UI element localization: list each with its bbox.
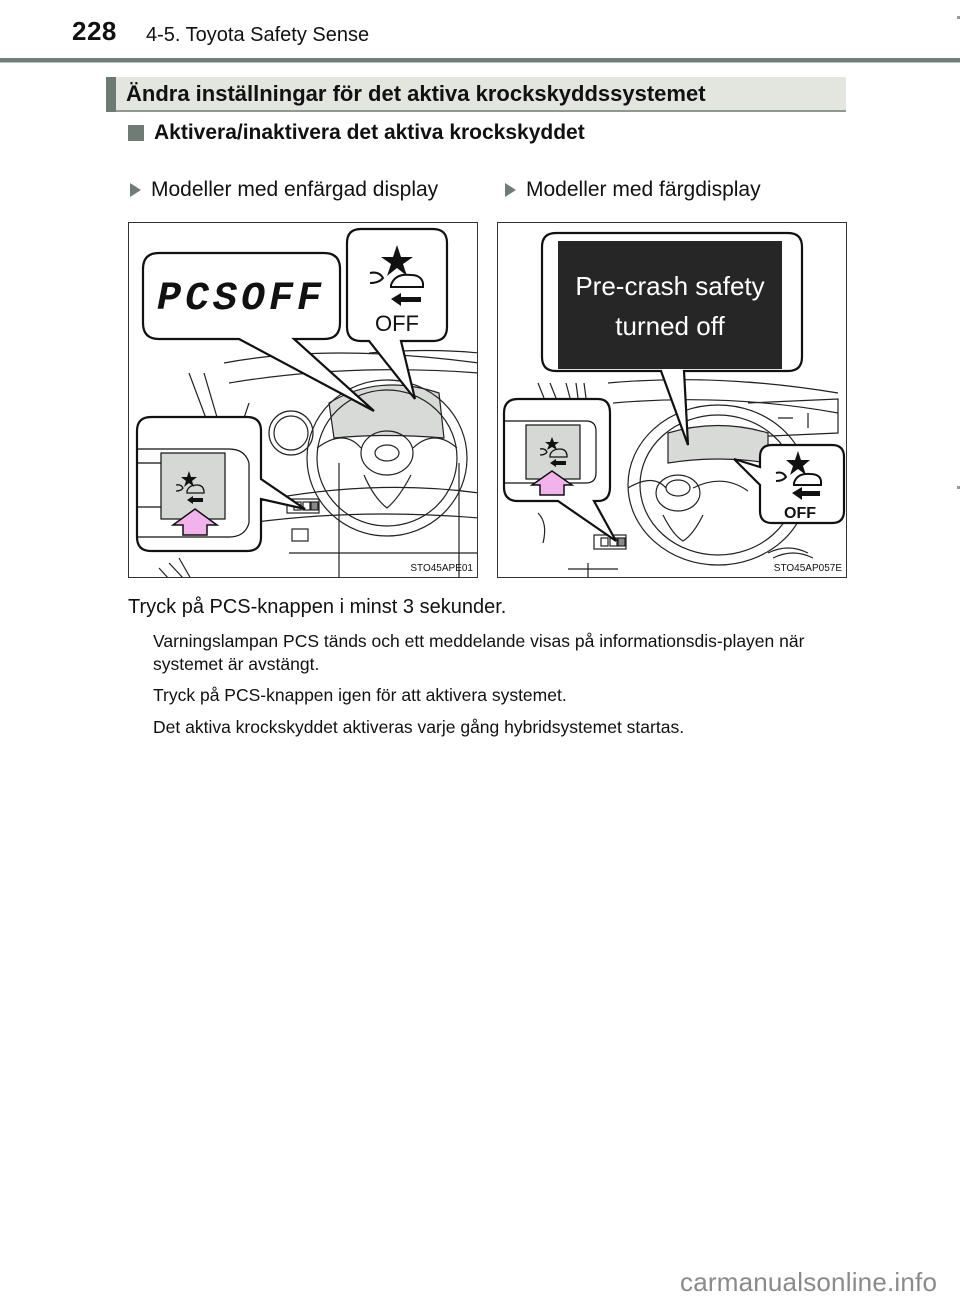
pcs-warning-icon (369, 245, 424, 306)
dashboard-illustration: Pre-crash safety turned off (502, 231, 846, 577)
display-text: PCSOFF (157, 277, 325, 322)
model-label-monochrome: Modeller med enfärgad display (130, 178, 438, 202)
pcs-button-icon (539, 437, 568, 467)
callout-indicator: OFF (733, 443, 846, 525)
crop-mark (957, 486, 960, 489)
pcs-button-icon (175, 471, 205, 504)
triangle-bullet-icon (130, 183, 141, 197)
chapter-title: 4-5. Toyota Safety Sense (146, 24, 370, 46)
instruction-step: Tryck på PCS-knappen i minst 3 sekunder. (128, 596, 507, 618)
crop-mark (957, 16, 960, 19)
callout-switch (502, 397, 617, 542)
note-warning-light: Varningslampan PCS tänds och ett meddela… (153, 631, 805, 674)
model-label-color: Modeller med färgdisplay (505, 178, 761, 202)
press-arrow-icon (170, 508, 220, 536)
note-reactivate: Tryck på PCS-knappen igen för att aktive… (153, 685, 567, 705)
display-line-1: Pre-crash safety (575, 271, 764, 301)
off-label: OFF (784, 505, 816, 522)
callout-indicator: OFF (345, 227, 449, 400)
press-arrow-icon (529, 470, 575, 496)
figure-code: STO45APE01 (410, 563, 473, 574)
page-number: 228 (72, 16, 117, 46)
callout-display: Pre-crash safety turned off (540, 231, 804, 446)
note-auto-enable: Det aktiva krockskyddet aktiveras varje … (153, 717, 685, 737)
figure-code: STO45AP057E (773, 563, 842, 574)
callout-display: PCSOFF (141, 251, 375, 412)
figure-monochrome-display: PCSOFF OFF (128, 222, 478, 578)
model-label-text: Modeller med färgdisplay (526, 178, 761, 201)
section-accent (106, 77, 116, 112)
subsection-title: Aktivera/inaktivera det aktiva krockskyd… (154, 121, 585, 144)
header-divider-thin (0, 62, 960, 63)
display-line-2: turned off (615, 311, 725, 341)
watermark-link[interactable]: carmanualsonline.info (680, 1267, 938, 1297)
off-label: OFF (375, 311, 419, 336)
callout-switch (135, 415, 306, 553)
dashboard-illustration: PCSOFF OFF (135, 227, 477, 577)
subsection-heading: Aktivera/inaktivera det aktiva krockskyd… (128, 121, 585, 145)
triangle-bullet-icon (505, 183, 516, 197)
pcs-warning-icon (775, 451, 822, 500)
model-label-text: Modeller med enfärgad display (151, 178, 439, 201)
square-bullet-icon (128, 125, 144, 141)
figure-color-display: Pre-crash safety turned off (497, 222, 847, 578)
section-heading-bar: Ändra inställningar för det aktiva krock… (106, 77, 846, 112)
header-divider (0, 58, 960, 62)
section-title: Ändra inställningar för det aktiva krock… (126, 81, 706, 106)
